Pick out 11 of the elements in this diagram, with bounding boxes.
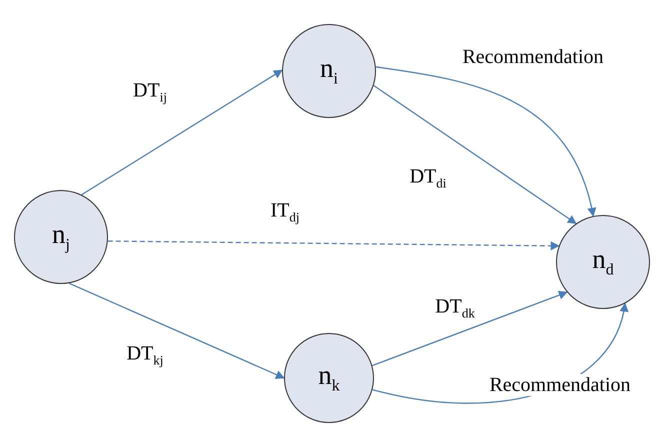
edge-label: Recommendation bbox=[487, 374, 633, 396]
arrow bbox=[376, 66, 596, 217]
node-label: n$_{d}$ bbox=[592, 246, 614, 278]
arrow bbox=[373, 85, 577, 224]
arrow bbox=[68, 282, 285, 379]
node-label: n$_{j}$ bbox=[52, 220, 70, 254]
arrow bbox=[81, 70, 283, 196]
arrow bbox=[108, 240, 560, 250]
node-label: n$_{k}$ bbox=[318, 362, 340, 394]
arrow bbox=[372, 290, 568, 366]
node-label: n$_{i}$ bbox=[320, 54, 338, 88]
